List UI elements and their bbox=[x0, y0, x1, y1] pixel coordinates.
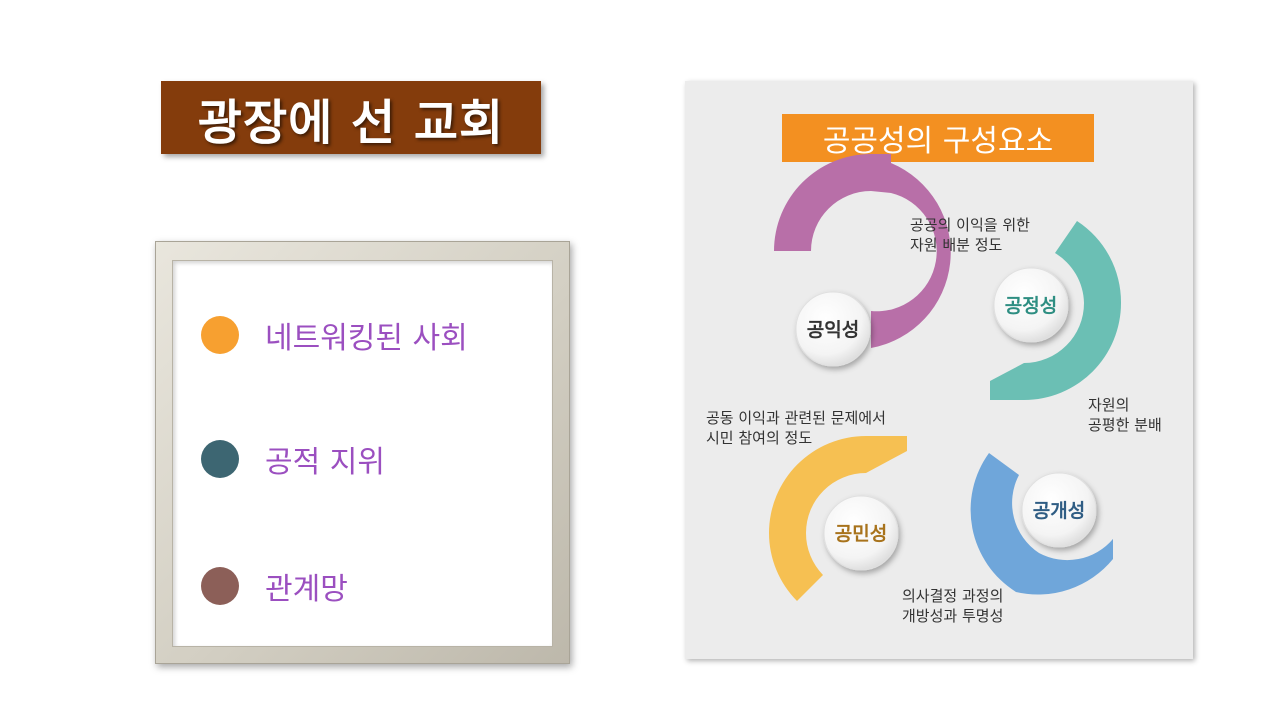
bullet-dot-brown bbox=[201, 567, 239, 605]
desc-line: 자원의 bbox=[1088, 396, 1130, 414]
page-title: 광장에 선 교회 bbox=[197, 94, 505, 151]
component-gongminseong bbox=[769, 436, 907, 601]
desc-gongikseong: 공공의 이익을 위한 자원 배분 정도 bbox=[910, 215, 1030, 255]
arc-band bbox=[866, 436, 907, 473]
title-banner: 광장에 선 교회 bbox=[161, 81, 541, 154]
disc-gonggaeseong bbox=[1021, 472, 1097, 548]
disc-gongminseong bbox=[823, 495, 899, 571]
desc-line: 공공의 이익을 위한 bbox=[910, 216, 1030, 234]
desc-line: 개방성과 투명성 bbox=[902, 607, 1004, 625]
arc-band bbox=[871, 154, 951, 348]
panel-title-banner: 공공성의 구성요소 bbox=[782, 114, 1094, 162]
component-label-gongminseong: 공민성 bbox=[835, 523, 887, 545]
arc-band bbox=[990, 363, 1024, 400]
desc-gongjeongseong: 자원의 공평한 분배 bbox=[1088, 395, 1162, 435]
component-label-gongjeongseong: 공정성 bbox=[1005, 295, 1057, 317]
list-item-label: 관계망 bbox=[265, 572, 348, 607]
component-gongjeongseong bbox=[990, 221, 1122, 400]
desc-line: 의사결정 과정의 bbox=[902, 587, 1004, 605]
arc-band bbox=[1055, 221, 1122, 303]
arc-band bbox=[769, 436, 866, 533]
components-panel: 공공성의 구성요소 bbox=[685, 81, 1193, 659]
list-item-label: 네트워킹된 사회 bbox=[265, 321, 468, 356]
disc-gongjeongseong bbox=[993, 267, 1069, 343]
picture-frame: 네트워킹된 사회 공적 지위 관계망 bbox=[155, 241, 570, 664]
list-item-networked-society: 네트워킹된 사회 bbox=[201, 313, 468, 357]
components-diagram: 공익성 공정성 공민성 공개성 bbox=[769, 154, 1122, 601]
bullet-dot-teal bbox=[201, 440, 239, 478]
component-label-gongikseong: 공익성 bbox=[807, 319, 859, 341]
bullet-dot-orange bbox=[201, 316, 239, 354]
list-item-relationship-network: 관계망 bbox=[201, 564, 348, 608]
list-item-label: 공적 지위 bbox=[265, 445, 385, 480]
arc-band bbox=[970, 453, 1113, 595]
desc-line: 공동 이익과 관련된 문제에서 bbox=[706, 409, 886, 427]
component-gonggaeseong bbox=[970, 453, 1113, 595]
arc-band bbox=[1097, 539, 1113, 559]
component-label-gonggaeseong: 공개성 bbox=[1033, 500, 1085, 522]
desc-line: 시민 참여의 정도 bbox=[706, 429, 813, 447]
desc-line: 자원 배분 정도 bbox=[910, 236, 1003, 254]
desc-gongminseong: 공동 이익과 관련된 문제에서 시민 참여의 정도 bbox=[706, 408, 886, 448]
component-gongikseong bbox=[774, 154, 951, 348]
list-item-public-status: 공적 지위 bbox=[201, 437, 385, 481]
panel-title: 공공성의 구성요소 bbox=[822, 124, 1054, 159]
frame-inner: 네트워킹된 사회 공적 지위 관계망 bbox=[172, 260, 553, 647]
desc-gonggaeseong: 의사결정 과정의 개방성과 투명성 bbox=[902, 586, 1003, 626]
arc-band bbox=[769, 533, 823, 601]
arc-band bbox=[1024, 303, 1121, 400]
arc-band bbox=[774, 154, 871, 251]
desc-line: 공평한 분배 bbox=[1088, 416, 1162, 434]
disc-gongikseong bbox=[795, 291, 871, 367]
